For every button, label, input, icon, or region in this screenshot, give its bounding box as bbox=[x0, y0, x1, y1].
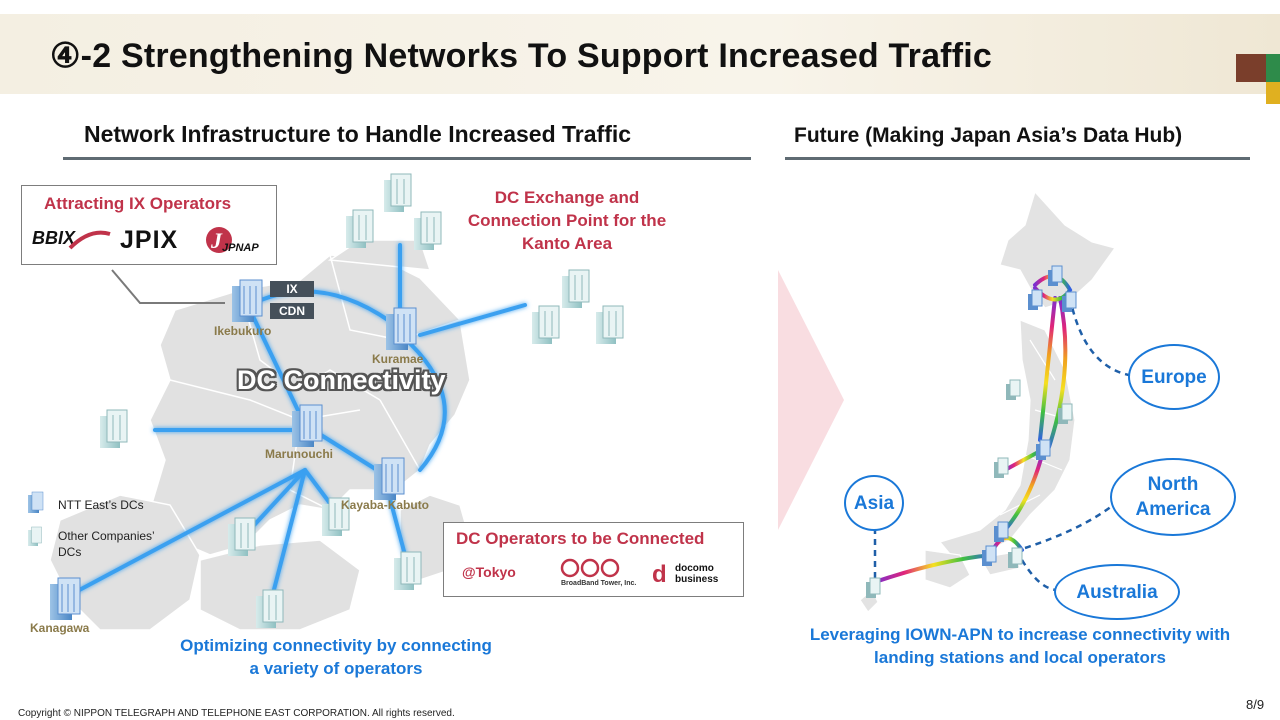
location-kayaba-kabuto: Kayaba-Kabuto bbox=[341, 498, 430, 512]
location-kuramae: Kuramae bbox=[372, 352, 424, 366]
page-number: 8/9 bbox=[1246, 697, 1265, 712]
at-tokyo-logo: @Tokyo bbox=[462, 564, 516, 580]
dc-operators-title: DC Operators to be Connected bbox=[456, 529, 705, 548]
region-australia: Australia bbox=[1054, 564, 1180, 620]
jpix-logo: JPIX bbox=[120, 226, 179, 254]
region-asia: Asia bbox=[844, 475, 904, 531]
left-section-rule bbox=[63, 157, 751, 160]
dc-exchange-label: DC Exchange and Connection Point for the… bbox=[467, 188, 667, 253]
jpnap-logo: JPNAP bbox=[222, 242, 259, 254]
svg-text:J: J bbox=[210, 228, 223, 253]
arrow-divider-icon bbox=[778, 270, 844, 530]
bbix-logo: BBIX bbox=[32, 228, 76, 248]
left-section-title: Network Infrastructure to Handle Increas… bbox=[84, 121, 632, 147]
optimizing-connectivity-label: Optimizing connectivity by connecting a … bbox=[180, 636, 492, 678]
region-europe: Europe bbox=[1128, 344, 1220, 410]
legend-ntt-dcs: NTT East’s DCs bbox=[58, 498, 144, 512]
jpnap-logo-icon: J bbox=[206, 227, 232, 253]
other-dc-buildings bbox=[28, 173, 624, 628]
banner-accent bbox=[1266, 54, 1280, 82]
page-title: ④-2 Strengthening Networks To Support In… bbox=[50, 37, 992, 75]
right-section-title: Future (Making Japan Asia’s Data Hub) bbox=[794, 124, 1183, 147]
region-connectors bbox=[873, 297, 1136, 592]
location-marunouchi: Marunouchi bbox=[265, 447, 333, 461]
copyright-footer: Copyright © NIPPON TELEGRAPH AND TELEPHO… bbox=[18, 708, 455, 719]
title-banner: ④-2 Strengthening Networks To Support In… bbox=[0, 14, 1280, 104]
location-ikebukuro: Ikebukuro bbox=[214, 324, 272, 338]
banner-accent bbox=[1266, 82, 1280, 104]
right-section-rule bbox=[785, 157, 1250, 160]
docomo-icon: d bbox=[652, 561, 667, 586]
iown-apn-label: Leveraging IOWN-APN to increase connecti… bbox=[809, 625, 1231, 667]
ix-tag: IX bbox=[270, 281, 314, 297]
legend-other-dcs: Other Companies’ DCs bbox=[58, 529, 155, 559]
ix-operators-title: Attracting IX Operators bbox=[44, 194, 232, 213]
svg-text:d: d bbox=[652, 561, 667, 586]
dc-connectivity-label: DC Connectivity bbox=[237, 365, 446, 395]
ix-box-connector bbox=[111, 269, 225, 304]
broadband-tower-icon bbox=[560, 558, 620, 578]
cdn-tag: CDN bbox=[270, 303, 314, 319]
ix-operators-box bbox=[21, 185, 277, 265]
broadband-tower-logo: BroadBand Tower, Inc. bbox=[561, 580, 637, 587]
japan-dc-buildings bbox=[866, 265, 1077, 598]
location-kanagawa: Kanagawa bbox=[30, 621, 90, 635]
bbix-swoosh-icon bbox=[68, 230, 111, 250]
docomo-business-logo: docomo business bbox=[675, 563, 719, 585]
ntt-dc-buildings bbox=[28, 279, 417, 620]
japan-network-map bbox=[859, 190, 1136, 613]
banner-accent bbox=[1236, 54, 1266, 82]
tokyo-network-map bbox=[28, 173, 624, 631]
region-north-america: North America bbox=[1110, 458, 1236, 536]
